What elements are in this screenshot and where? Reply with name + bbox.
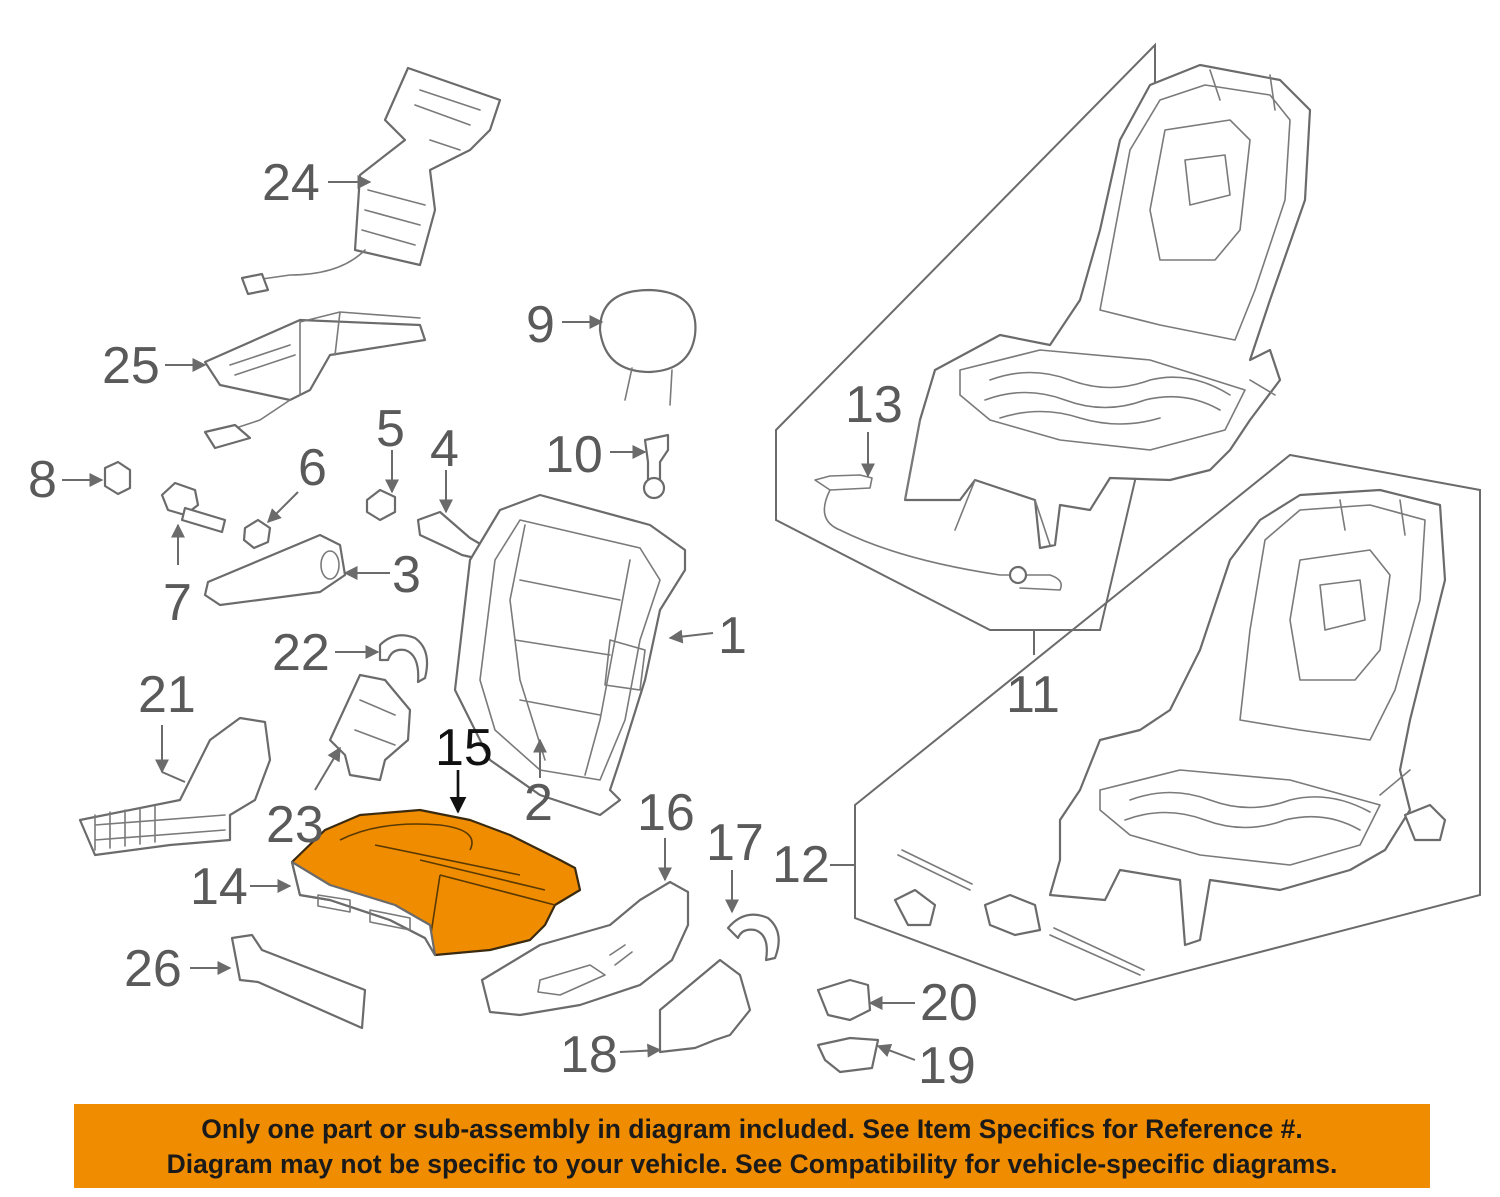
callout-8[interactable]: 8 bbox=[28, 451, 57, 509]
callout-19[interactable]: 19 bbox=[918, 1037, 976, 1090]
heater-pad-25 bbox=[203, 311, 427, 450]
callout-2[interactable]: 2 bbox=[524, 774, 553, 832]
seatback-cover-1 bbox=[453, 493, 687, 817]
callout-6[interactable]: 6 bbox=[298, 439, 327, 497]
side-cover-21 bbox=[78, 716, 272, 857]
cap-19 bbox=[816, 1036, 880, 1074]
callout-14[interactable]: 14 bbox=[190, 858, 248, 916]
cable-13 bbox=[814, 474, 1063, 591]
callout-4[interactable]: 4 bbox=[430, 420, 459, 478]
side-cover-16 bbox=[480, 880, 690, 1017]
callout-15[interactable]: 15 bbox=[435, 719, 493, 777]
callout-23[interactable]: 23 bbox=[266, 796, 324, 854]
seat-frame-lower bbox=[1048, 488, 1447, 947]
callout-13[interactable]: 13 bbox=[845, 376, 903, 434]
callout-18[interactable]: 18 bbox=[560, 1026, 618, 1084]
group-box-11 bbox=[775, 42, 1156, 631]
pins-12 bbox=[893, 849, 1145, 976]
callout-24[interactable]: 24 bbox=[262, 154, 320, 212]
hardware-parts bbox=[103, 288, 697, 560]
leader-lines bbox=[62, 175, 916, 1061]
callout-21[interactable]: 21 bbox=[138, 666, 196, 724]
callout-20[interactable]: 20 bbox=[920, 974, 978, 1032]
callout-labels: 1 2 3 4 5 6 7 8 9 10 11 12 13 14 15 16 1… bbox=[28, 154, 1060, 1090]
seat-parts-diagram: 1 2 3 4 5 6 7 8 9 10 11 12 13 14 15 16 1… bbox=[28, 42, 1481, 1090]
callout-3[interactable]: 3 bbox=[392, 546, 421, 604]
callout-25[interactable]: 25 bbox=[102, 337, 160, 395]
callout-11[interactable]: 11 bbox=[1006, 666, 1060, 724]
callout-9[interactable]: 9 bbox=[526, 296, 555, 354]
bracket-23 bbox=[328, 673, 412, 782]
callout-17[interactable]: 17 bbox=[706, 814, 764, 872]
callout-7[interactable]: 7 bbox=[163, 574, 192, 632]
cover-18 bbox=[658, 958, 752, 1054]
clip-22 bbox=[378, 634, 429, 684]
seat-foam-14 bbox=[290, 860, 437, 957]
group-box-12 bbox=[854, 453, 1481, 1002]
callout-12[interactable]: 12 bbox=[772, 836, 830, 894]
callout-5[interactable]: 5 bbox=[376, 400, 405, 458]
callout-22[interactable]: 22 bbox=[272, 624, 330, 682]
callout-16[interactable]: 16 bbox=[637, 784, 695, 842]
callout-10[interactable]: 10 bbox=[545, 426, 603, 484]
disclaimer-line-2: Diagram may not be specific to your vehi… bbox=[166, 1149, 1338, 1179]
trim-panel-26 bbox=[230, 933, 367, 1030]
seat-frame-upper bbox=[903, 63, 1312, 550]
cap-20 bbox=[816, 978, 872, 1022]
disclaimer-banner: Only one part or sub-assembly in diagram… bbox=[74, 1104, 1430, 1188]
armrest-cover-3 bbox=[203, 533, 347, 607]
disclaimer-line-1: Only one part or sub-assembly in diagram… bbox=[201, 1114, 1303, 1144]
heater-pad-24 bbox=[240, 66, 502, 296]
clip-17 bbox=[726, 913, 780, 962]
callout-1[interactable]: 1 bbox=[718, 607, 747, 665]
callout-26[interactable]: 26 bbox=[124, 940, 182, 998]
